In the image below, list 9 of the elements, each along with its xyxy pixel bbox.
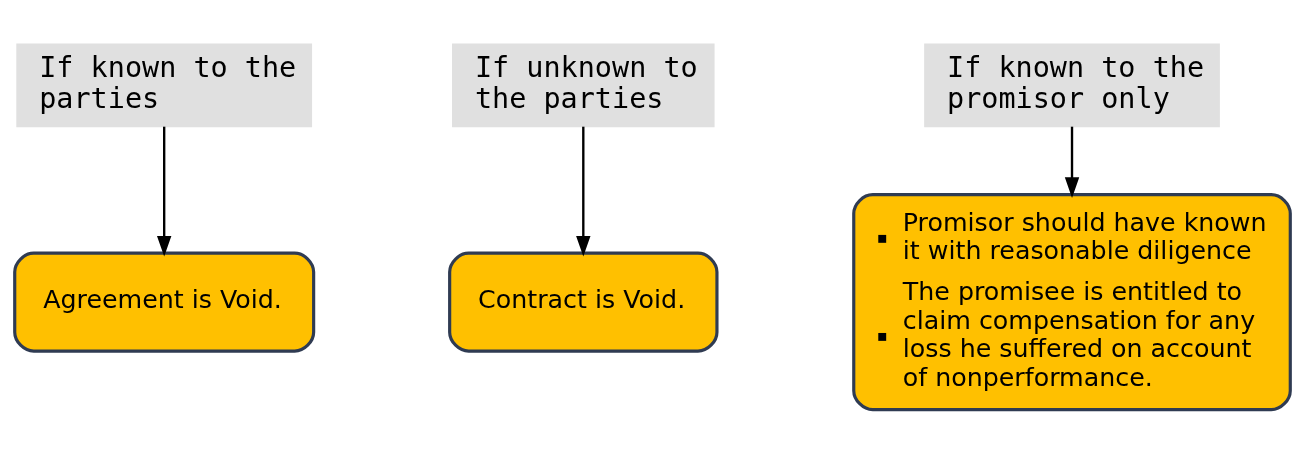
node-box: If known to the parties	[16, 43, 313, 127]
arrow	[576, 126, 591, 256]
node-box: If unknown to the parties	[452, 43, 715, 127]
node-box: Contract is Void.	[448, 251, 719, 353]
arrow	[157, 126, 172, 256]
node-box: Agreement is Void.	[13, 251, 316, 353]
node-box: If known to the promisor only	[924, 43, 1220, 127]
arrow	[1064, 126, 1080, 198]
node-box: Promisor should have known it with reasonable diligence The promisee is entitled to claim compensation for any loss he suffered on account of nonperformance.	[852, 192, 1292, 411]
